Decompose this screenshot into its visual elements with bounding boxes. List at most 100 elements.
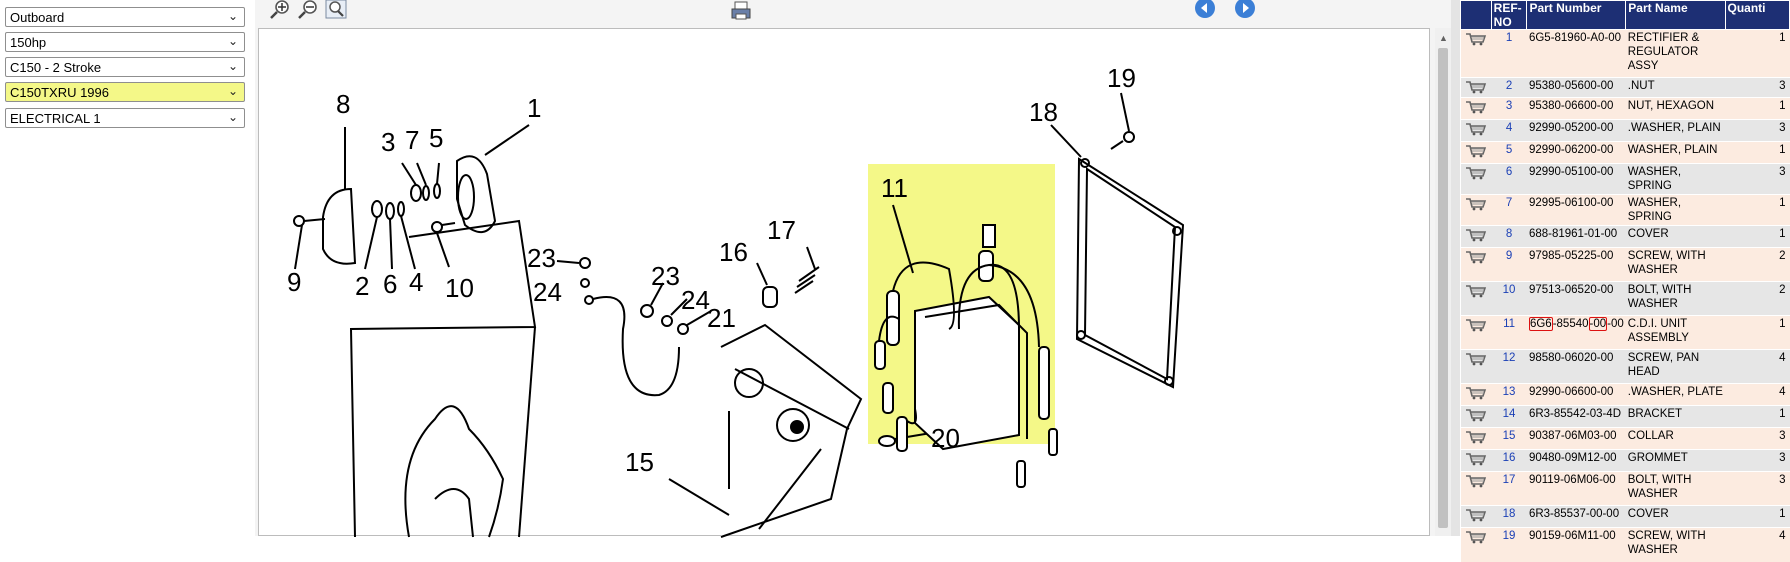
ref-no-link[interactable]: 10	[1491, 281, 1527, 316]
zoom-fit-icon[interactable]	[325, 0, 347, 22]
ref-no-link[interactable]: 7	[1491, 194, 1527, 226]
previous-page-icon[interactable]	[1194, 0, 1216, 22]
callout-16[interactable]: 16	[719, 237, 748, 267]
callout-24b[interactable]: 24	[681, 285, 710, 315]
callout-23[interactable]: 23	[527, 243, 556, 273]
scrollbar-thumb[interactable]	[1438, 48, 1448, 528]
shopping-cart-icon[interactable]	[1465, 530, 1487, 544]
callout-6[interactable]: 6	[383, 269, 397, 299]
shopping-cart-icon[interactable]	[1465, 166, 1487, 180]
shopping-cart-icon[interactable]	[1465, 144, 1487, 158]
shopping-cart-icon[interactable]	[1465, 100, 1487, 114]
ref-no-link[interactable]: 11	[1491, 315, 1527, 350]
shopping-cart-icon[interactable]	[1465, 452, 1487, 466]
shopping-cart-icon[interactable]	[1465, 352, 1487, 366]
ref-no-link[interactable]: 19	[1491, 527, 1527, 562]
ref-no-link[interactable]: 16	[1491, 449, 1527, 472]
shopping-cart-icon[interactable]	[1465, 122, 1487, 136]
callout-19[interactable]: 19	[1107, 63, 1136, 93]
model-family-select[interactable]: C150 - 2 Stroke ⌄	[5, 57, 245, 77]
callout-8[interactable]: 8	[336, 89, 350, 119]
chevron-down-icon: ⌄	[227, 34, 238, 48]
zoom-out-icon[interactable]	[297, 0, 319, 22]
panel-divider[interactable]	[1451, 0, 1460, 536]
callout-10[interactable]: 10	[445, 273, 474, 303]
callout-17[interactable]: 17	[767, 215, 796, 245]
callout-15[interactable]: 15	[625, 447, 654, 477]
callout-1[interactable]: 1	[527, 93, 541, 123]
ref-no-header[interactable]: REF-NO	[1490, 0, 1528, 30]
ref-no-link[interactable]: 8	[1491, 225, 1527, 248]
callout-5[interactable]: 5	[429, 123, 443, 153]
callout-21[interactable]: 21	[707, 303, 736, 333]
shopping-cart-icon[interactable]	[1465, 430, 1487, 444]
shopping-cart-icon[interactable]	[1465, 408, 1487, 422]
ref-no-link[interactable]: 14	[1491, 405, 1527, 428]
shopping-cart-icon[interactable]	[1465, 284, 1487, 298]
exploded-parts-diagram[interactable]: 8 1 3 7 5 9 2 6 4 10 23 24 23 24 21 16 1…	[258, 28, 1430, 538]
shopping-cart-icon[interactable]	[1465, 80, 1487, 94]
shopping-cart-icon[interactable]	[1465, 386, 1487, 400]
callout-4[interactable]: 4	[409, 267, 423, 297]
callout-23b[interactable]: 23	[651, 261, 680, 291]
assembly-select[interactable]: ELECTRICAL 1 ⌄	[5, 108, 245, 128]
diagram-scrollbar[interactable]: ▲	[1435, 28, 1451, 536]
ref-no-link[interactable]: 3	[1491, 97, 1527, 120]
ref-no-link[interactable]: 6	[1491, 163, 1527, 195]
shopping-cart-icon[interactable]	[1465, 250, 1487, 264]
ref-no-link[interactable]: 15	[1491, 427, 1527, 450]
ref-no-link[interactable]: 9	[1491, 247, 1527, 282]
print-icon[interactable]	[730, 0, 752, 22]
part-name-header[interactable]: Part Name	[1625, 0, 1726, 30]
callout-24[interactable]: 24	[533, 277, 562, 307]
ref-no-link[interactable]: 17	[1491, 471, 1527, 506]
shopping-cart-icon[interactable]	[1465, 32, 1487, 46]
callout-3[interactable]: 3	[381, 127, 395, 157]
quantity-header[interactable]: Quanti	[1724, 0, 1790, 30]
next-page-icon[interactable]	[1234, 0, 1256, 22]
callout-7[interactable]: 7	[405, 125, 419, 155]
ref-no-link[interactable]: 1	[1491, 29, 1527, 78]
zoom-in-icon[interactable]	[269, 0, 291, 22]
scroll-up-arrow-icon[interactable]: ▲	[1439, 33, 1448, 43]
model-year-select[interactable]: C150TXRU 1996 ⌄	[5, 82, 245, 102]
callout-18[interactable]: 18	[1029, 97, 1058, 127]
ref-no-link[interactable]: 5	[1491, 141, 1527, 164]
ref-no-link[interactable]: 18	[1491, 505, 1527, 528]
shopping-cart-icon[interactable]	[1465, 197, 1487, 211]
shopping-cart-icon[interactable]	[1465, 508, 1487, 522]
ref-no-link[interactable]: 2	[1491, 77, 1527, 98]
horsepower-select[interactable]: 150hp ⌄	[5, 32, 245, 52]
ref-no-link[interactable]: 12	[1491, 349, 1527, 384]
callout-9[interactable]: 9	[287, 267, 301, 297]
shopping-cart-icon[interactable]	[1465, 474, 1487, 488]
product-type-select[interactable]: Outboard ⌄	[5, 7, 245, 27]
callout-11[interactable]: 11	[881, 173, 908, 203]
shopping-cart-icon[interactable]	[1465, 318, 1487, 332]
part-number-header[interactable]: Part Number	[1526, 0, 1627, 30]
ref-no-link[interactable]: 13	[1491, 383, 1527, 406]
ref-no-link[interactable]: 4	[1491, 119, 1527, 142]
shopping-cart-icon[interactable]	[1465, 228, 1487, 242]
callout-20[interactable]: 20	[931, 423, 960, 453]
callout-2[interactable]: 2	[355, 271, 369, 301]
